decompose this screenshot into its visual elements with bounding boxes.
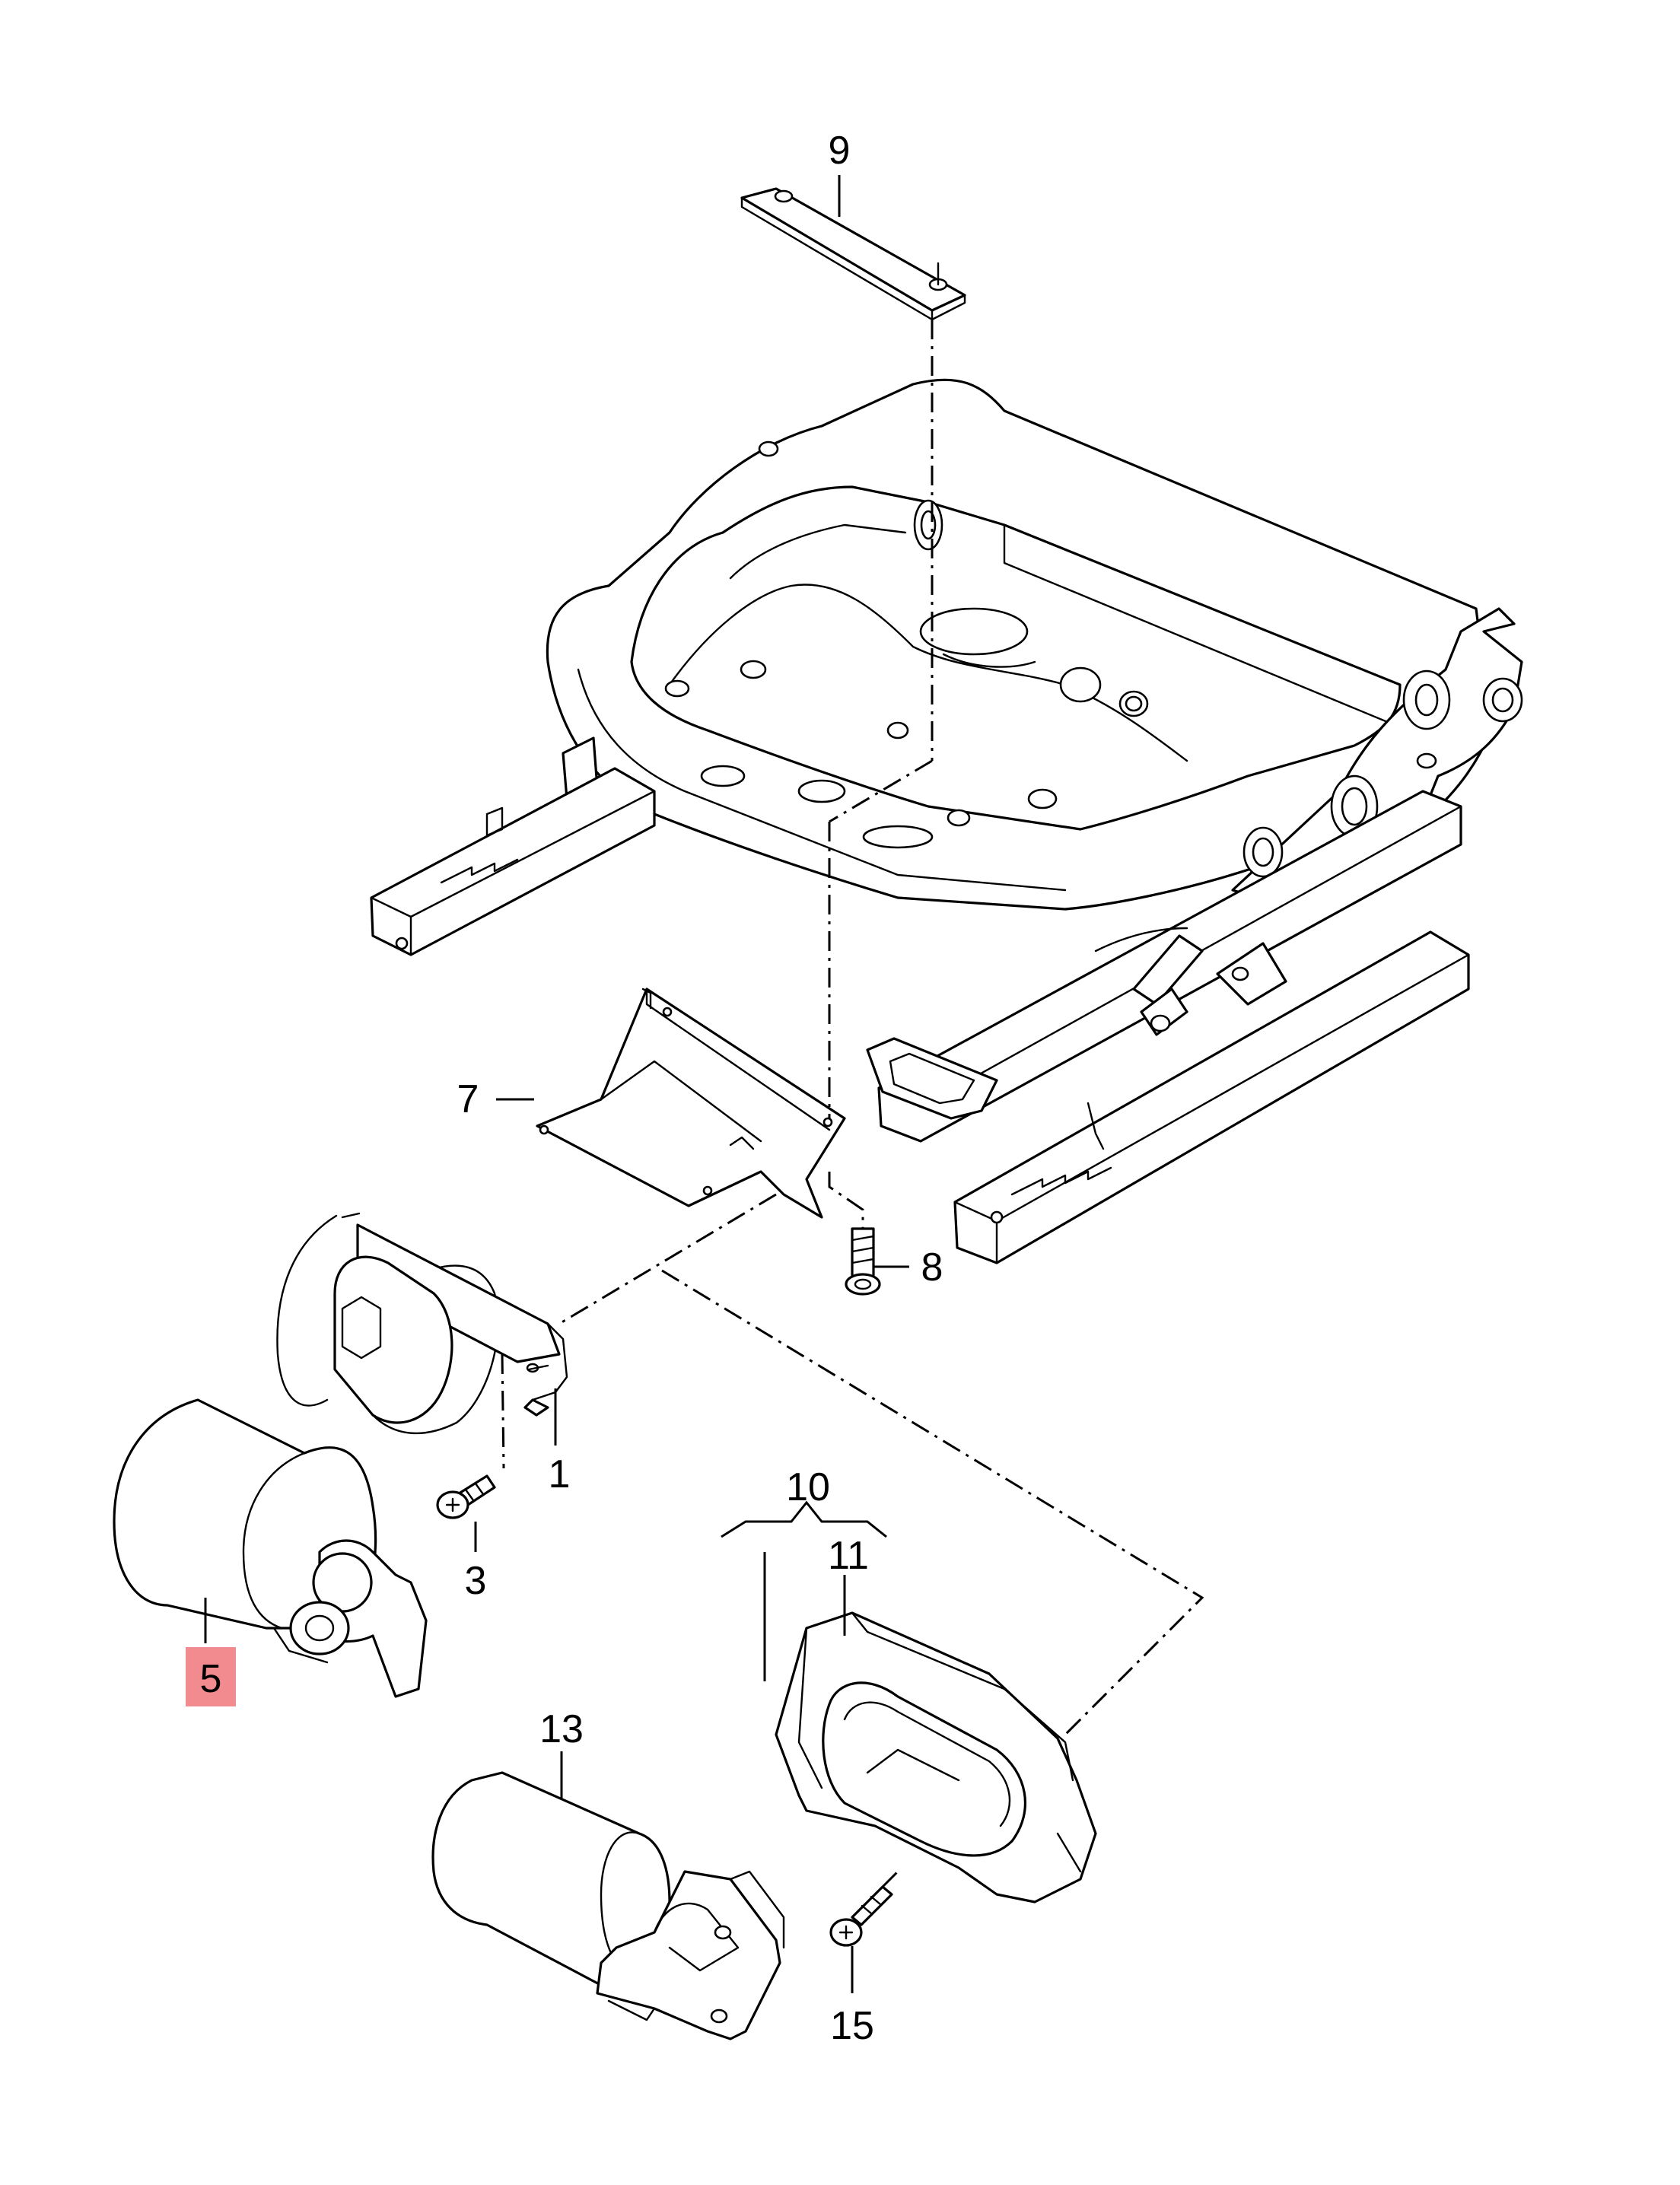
callout-8: 8 [921,1245,943,1290]
right-seat-rail [866,790,1470,1264]
callout-5-highlight [186,1647,236,1706]
callout-labels: 9 7 8 1 3 5 10 11 13 15 [186,129,943,2048]
part-8-screw [845,1227,881,1296]
part-10-11-holder [775,1611,1097,1904]
callout-13: 13 [539,1707,584,1751]
callout-7: 7 [457,1077,479,1121]
part-9-strip [740,187,966,321]
part-1-bracket [276,1212,568,1435]
part-15-screw [829,1885,893,1947]
callout-3: 3 [465,1559,487,1603]
seat-frame [546,378,1523,914]
callout-15: 15 [830,2004,874,2048]
left-seat-rail [370,767,656,956]
callout-10: 10 [786,1465,830,1509]
leader-lines [204,175,909,1993]
callout-5: 5 [200,1657,222,1701]
part-7-cover [536,988,846,1219]
callout-9: 9 [829,129,851,173]
part-3-screw [436,1474,496,1519]
callout-1: 1 [549,1452,571,1496]
part-13-extinguisher [431,1771,785,2040]
part-5-extinguisher [113,1398,428,1698]
assembly-lines [501,320,1204,1888]
callout-11: 11 [828,1534,869,1578]
